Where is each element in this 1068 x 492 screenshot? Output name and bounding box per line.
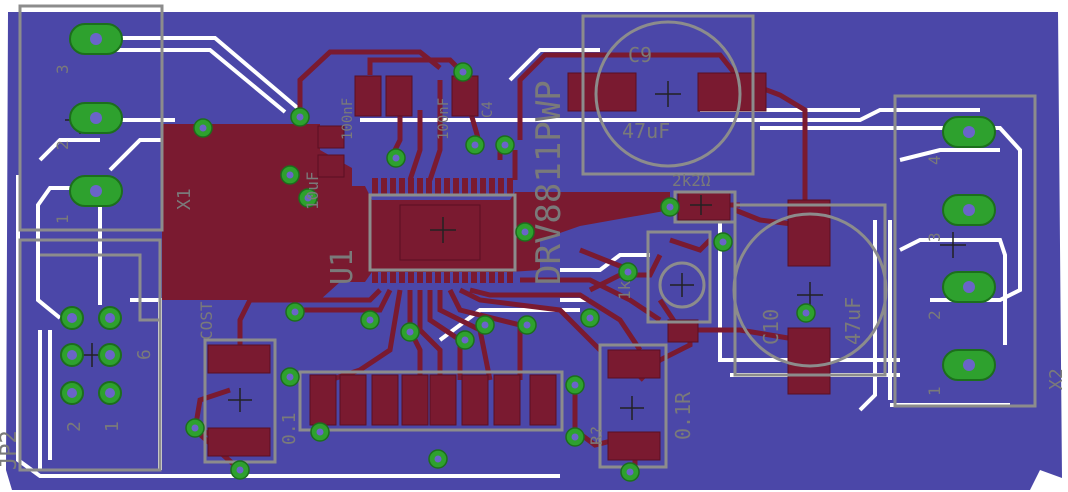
via-holes	[191, 68, 810, 476]
label-cost: COST	[197, 301, 216, 340]
label-pin-x2-2: 2	[925, 310, 944, 320]
label-r-2k2: 2k2Ω	[672, 171, 711, 190]
label-c-10uf: 10uF	[303, 171, 322, 210]
label-u1-part: DRV8811PWP	[529, 80, 569, 285]
label-c9-value: 47uF	[622, 119, 670, 143]
label-pin-x1-3: 3	[53, 64, 72, 74]
label-c10-value: 47uF	[841, 297, 865, 345]
silkscreen	[18, 4, 1037, 472]
ic-pins	[372, 178, 513, 283]
label-u1: U1	[325, 249, 360, 285]
smd-pads	[207, 72, 831, 461]
label-c-100nf-b: 100nF	[436, 98, 452, 140]
label-pin-x1-1: 1	[53, 214, 72, 224]
label-c10: C10	[759, 309, 783, 345]
label-jp2: JP2	[0, 430, 22, 470]
label-c-100nf-a: 100nF	[340, 98, 356, 140]
label-c9: C9	[628, 43, 652, 67]
label-x2: X2	[1046, 368, 1067, 390]
label-r-1k: 1k	[615, 280, 634, 300]
label-pin-x2-3: 3	[925, 232, 944, 242]
through-hole-drills	[67, 33, 975, 398]
label-pin-jp-6: 6	[134, 349, 155, 360]
label-r-value-a: 0.1R	[671, 391, 695, 440]
vias	[185, 62, 816, 482]
label-pin-jp-1: 1	[102, 421, 123, 432]
label-x1: X1	[174, 188, 195, 210]
label-c-cap: C4	[480, 101, 496, 118]
label-r-value-b: 0.1	[279, 412, 300, 445]
label-pin-x2-4: 4	[925, 155, 944, 165]
label-pin-jp-2: 2	[64, 421, 85, 432]
origin-markers	[65, 81, 966, 420]
label-r-sense: R?	[587, 426, 606, 445]
label-pin-x1-2: 2	[53, 140, 72, 150]
label-pin-x2-1: 1	[925, 386, 944, 396]
